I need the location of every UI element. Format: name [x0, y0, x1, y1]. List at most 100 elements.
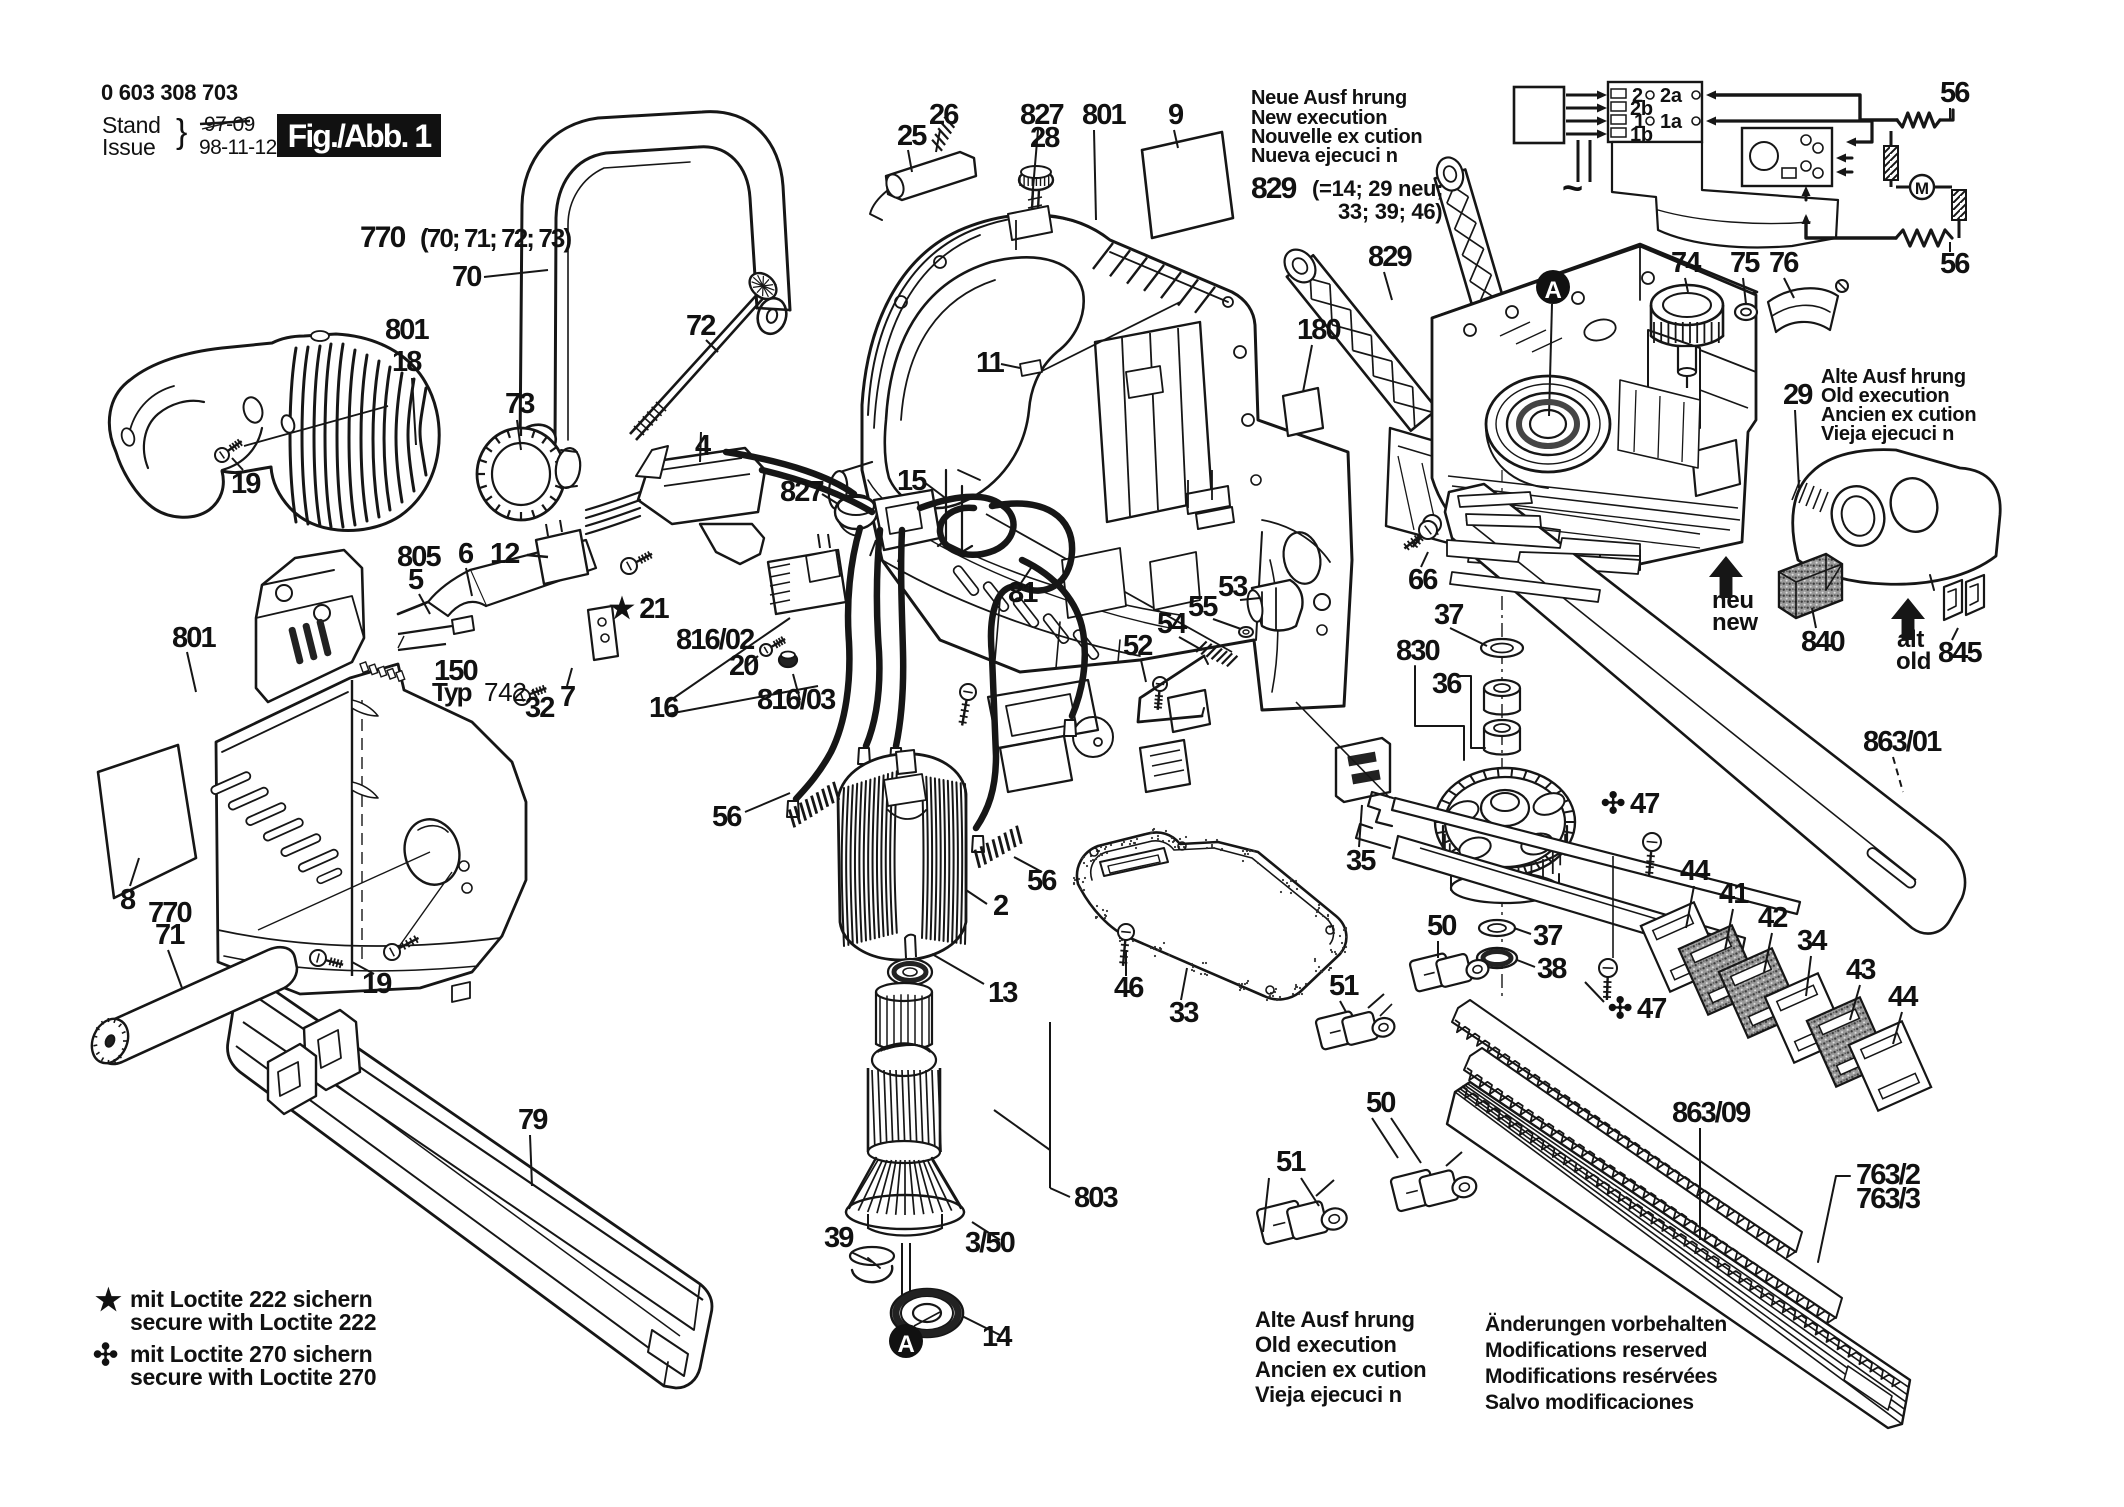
svg-text:827: 827 — [780, 476, 823, 508]
svg-text:180: 180 — [1297, 314, 1340, 346]
svg-text:56: 56 — [1940, 77, 1970, 109]
svg-text:36: 36 — [1432, 668, 1462, 700]
svg-text:35: 35 — [1346, 845, 1376, 877]
svg-text:6: 6 — [458, 538, 474, 570]
svg-text:Issue: Issue — [102, 134, 155, 160]
svg-text:41: 41 — [1719, 878, 1749, 910]
svg-text:Old execution: Old execution — [1255, 1332, 1397, 1357]
svg-text:2a: 2a — [1660, 85, 1683, 107]
svg-text:29: 29 — [1783, 379, 1813, 411]
svg-text:✣: ✣ — [1608, 993, 1632, 1025]
svg-text:}: } — [176, 113, 187, 151]
svg-text:76: 76 — [1769, 247, 1799, 279]
svg-text:56: 56 — [1940, 248, 1970, 280]
svg-text:803: 803 — [1074, 1182, 1118, 1214]
svg-text:Fig./Abb. 1: Fig./Abb. 1 — [288, 118, 432, 154]
svg-text:3/50: 3/50 — [965, 1227, 1015, 1259]
svg-text:Neue Ausf hrung: Neue Ausf hrung — [1251, 87, 1407, 109]
svg-text:19: 19 — [231, 468, 261, 500]
svg-text:33; 39; 46): 33; 39; 46) — [1338, 199, 1442, 224]
svg-text:0 603 308 703: 0 603 308 703 — [101, 80, 238, 105]
svg-text:(70; 71; 72; 73): (70; 71; 72; 73) — [420, 223, 571, 253]
svg-text:801: 801 — [1082, 99, 1126, 131]
svg-text:829: 829 — [1251, 172, 1297, 205]
svg-text:13: 13 — [988, 977, 1018, 1009]
svg-text:19: 19 — [362, 968, 392, 1000]
svg-text:Salvo modificaciones: Salvo modificaciones — [1485, 1391, 1694, 1414]
svg-text:18: 18 — [392, 346, 422, 378]
svg-text:37: 37 — [1434, 599, 1463, 631]
svg-text:12: 12 — [490, 538, 519, 570]
svg-text:50: 50 — [1366, 1087, 1395, 1119]
svg-text:Vieja ejecuci n: Vieja ejecuci n — [1255, 1382, 1402, 1407]
svg-text:763/3: 763/3 — [1856, 1183, 1921, 1215]
svg-text:Typ: Typ — [432, 677, 472, 707]
svg-text:51: 51 — [1276, 1146, 1306, 1178]
svg-text:53: 53 — [1218, 571, 1248, 603]
svg-text:51: 51 — [1329, 970, 1359, 1002]
svg-text:✣: ✣ — [1601, 788, 1625, 820]
svg-text:52: 52 — [1123, 630, 1152, 662]
svg-text:50: 50 — [1427, 910, 1456, 942]
svg-text:Nueva ejecuci n: Nueva ejecuci n — [1251, 145, 1398, 167]
svg-text:43: 43 — [1846, 954, 1876, 986]
svg-text:Ancien ex cution: Ancien ex cution — [1255, 1357, 1426, 1382]
svg-text:(=14; 29 neu;: (=14; 29 neu; — [1312, 176, 1443, 201]
svg-text:801: 801 — [172, 622, 216, 654]
svg-text:75: 75 — [1730, 247, 1760, 279]
svg-text:54: 54 — [1157, 608, 1187, 640]
svg-text:66: 66 — [1408, 564, 1438, 596]
svg-text:56: 56 — [1027, 865, 1057, 897]
svg-text:M: M — [1915, 179, 1929, 198]
svg-text:15: 15 — [897, 465, 927, 497]
svg-text:2: 2 — [993, 890, 1008, 922]
svg-text:8: 8 — [120, 884, 136, 916]
svg-text:73: 73 — [505, 388, 535, 420]
svg-text:37: 37 — [1533, 920, 1562, 952]
svg-text:32: 32 — [525, 692, 554, 724]
svg-text:A: A — [1544, 277, 1561, 304]
svg-text:44: 44 — [1680, 855, 1710, 887]
svg-text:Alte Ausf hrung: Alte Ausf hrung — [1255, 1307, 1415, 1332]
svg-text:47: 47 — [1637, 993, 1666, 1025]
svg-text:742: 742 — [484, 677, 526, 707]
svg-text:A: A — [897, 1331, 914, 1358]
svg-text:33: 33 — [1169, 997, 1199, 1029]
svg-text:26: 26 — [929, 99, 959, 131]
svg-text:~: ~ — [1562, 167, 1582, 208]
svg-text:830: 830 — [1396, 635, 1439, 667]
svg-text:770: 770 — [360, 221, 406, 254]
svg-text:9: 9 — [1168, 99, 1184, 131]
svg-text:secure with Loctite 270: secure with Loctite 270 — [130, 1364, 376, 1390]
svg-text:863/09: 863/09 — [1672, 1097, 1751, 1129]
svg-text:4: 4 — [695, 430, 711, 462]
svg-text:secure with Loctite 222: secure with Loctite 222 — [130, 1309, 376, 1335]
svg-text:20: 20 — [729, 650, 758, 682]
svg-text:72: 72 — [686, 310, 715, 342]
svg-text:56: 56 — [712, 801, 742, 833]
svg-text:829: 829 — [1368, 241, 1412, 273]
svg-text:47: 47 — [1630, 788, 1659, 820]
svg-text:★ 21: ★ 21 — [609, 593, 669, 625]
svg-text:42: 42 — [1758, 902, 1787, 934]
svg-text:81: 81 — [1008, 577, 1038, 609]
svg-text:✣: ✣ — [93, 1339, 118, 1372]
svg-text:71: 71 — [155, 919, 185, 951]
svg-text:25: 25 — [897, 120, 927, 152]
svg-text:840: 840 — [1801, 626, 1844, 658]
svg-text:Modifications resérvées: Modifications resérvées — [1485, 1365, 1717, 1388]
svg-text:Modifications reserved: Modifications reserved — [1485, 1339, 1707, 1362]
svg-text:74: 74 — [1671, 247, 1701, 279]
svg-text:Änderungen vorbehalten: Änderungen vorbehalten — [1485, 1313, 1727, 1336]
svg-text:old: old — [1896, 648, 1931, 675]
svg-text:39: 39 — [824, 1222, 854, 1254]
svg-text:1a: 1a — [1660, 111, 1683, 133]
svg-text:44: 44 — [1888, 981, 1918, 1013]
svg-text:34: 34 — [1797, 925, 1827, 957]
svg-text:70: 70 — [452, 261, 481, 293]
svg-text:16: 16 — [649, 692, 679, 724]
svg-text:46: 46 — [1114, 972, 1144, 1004]
svg-text:801: 801 — [385, 314, 429, 346]
svg-text:98-11-12: 98-11-12 — [199, 136, 277, 159]
svg-text:Vieja ejecuci n: Vieja ejecuci n — [1821, 423, 1954, 445]
